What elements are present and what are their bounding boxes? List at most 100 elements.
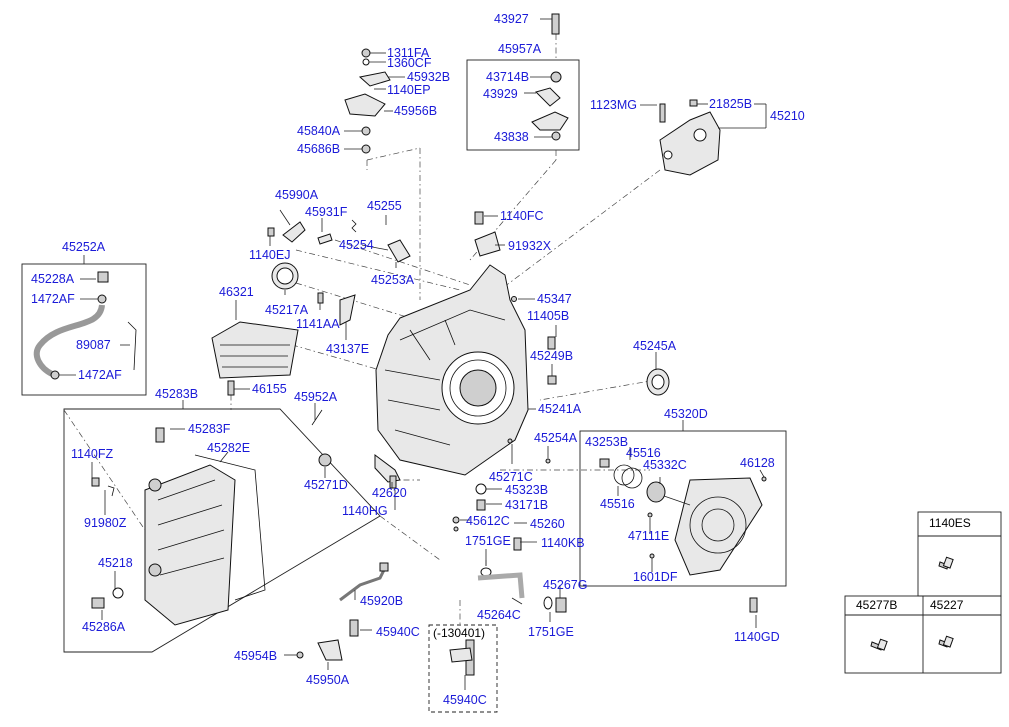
label-1472AF-a: 1472AF: [31, 292, 75, 306]
label-45320D: 45320D: [664, 407, 708, 421]
label-45940C-a: 45940C: [376, 625, 420, 639]
label-45323B: 45323B: [505, 483, 548, 497]
oil-filter-46321: [211, 321, 299, 396]
label-45249B: 45249B: [530, 349, 573, 363]
label-45254: 45254: [339, 238, 374, 252]
label-1140EJ: 1140EJ: [249, 248, 290, 262]
label-1123MG: 1123MG: [590, 98, 637, 112]
label-43253B: 43253B: [585, 435, 628, 449]
label-45228A: 45228A: [31, 272, 75, 286]
label-1140EP: 1140EP: [387, 83, 431, 97]
label-1141AA: 1141AA: [296, 317, 340, 331]
legend-1140ES: 1140ES: [929, 516, 971, 530]
label-1140GD: 1140GD: [734, 630, 780, 644]
label-45264C: 45264C: [477, 608, 521, 622]
label-45940C-b: 45940C: [443, 693, 487, 707]
legend-45277B: 45277B: [856, 598, 897, 612]
label-91980Z: 91980Z: [84, 516, 127, 530]
label-45920B: 45920B: [360, 594, 403, 608]
label-130401: (-130401): [433, 626, 485, 640]
leader-lines: [59, 18, 767, 690]
parts-case-misc: [311, 296, 567, 613]
label-1311FA: 1311FA: [387, 46, 430, 60]
label-1360CF: 1360CF: [387, 56, 432, 70]
oil-pan: [91, 427, 266, 626]
frame-45957A: [466, 59, 580, 151]
label-45956B: 45956B: [394, 104, 437, 118]
label-45612C: 45612C: [466, 514, 510, 528]
label-45282E: 45282E: [207, 441, 250, 455]
label-45218: 45218: [98, 556, 133, 570]
label-11405B: 11405B: [527, 309, 569, 323]
label-45210: 45210: [770, 109, 805, 123]
label-45271C: 45271C: [489, 470, 533, 484]
label-1140HG: 1140HG: [342, 504, 388, 518]
label-45286A: 45286A: [82, 620, 126, 634]
label-1472AF-b: 1472AF: [78, 368, 122, 382]
label-1751GE-a: 1751GE: [465, 534, 511, 548]
label-42620: 42620: [372, 486, 407, 500]
screw-icon: [870, 638, 888, 651]
label-43137E: 43137E: [326, 342, 369, 356]
label-21825B: 21825B: [709, 97, 752, 111]
label-45255: 45255: [367, 199, 402, 213]
part-labels: 43927 45957A 43714B 43929 43838 1311FA 1…: [31, 12, 805, 707]
label-43929: 43929: [483, 87, 518, 101]
frame-45283B: [63, 408, 381, 653]
label-1601DF: 1601DF: [633, 570, 678, 584]
label-45241A: 45241A: [538, 402, 582, 416]
parts-detent: [267, 219, 411, 326]
label-45950A: 45950A: [306, 673, 350, 687]
label-45253A: 45253A: [371, 273, 415, 287]
housing-45210: [659, 99, 721, 176]
screw-icon: [938, 635, 954, 648]
bracket-91932X: [474, 211, 501, 257]
label-45516-a: 45516: [626, 446, 661, 460]
parts-top-left: [344, 48, 391, 154]
label-45347: 45347: [537, 292, 572, 306]
hose-45252A: [33, 271, 137, 380]
label-45254A: 45254A: [534, 431, 578, 445]
label-45954B: 45954B: [234, 649, 277, 663]
seal-45245A: [646, 368, 670, 396]
label-1751GE-b: 1751GE: [528, 625, 574, 639]
label-45283F: 45283F: [188, 422, 231, 436]
label-47111E: 47111E: [628, 529, 669, 543]
frame-130401: [428, 624, 498, 713]
label-43171B: 43171B: [505, 498, 548, 512]
label-45990A: 45990A: [275, 188, 319, 202]
label-43927: 43927: [494, 12, 529, 26]
cover-45320D: [599, 458, 767, 613]
label-45840A: 45840A: [297, 124, 341, 138]
label-45252A: 45252A: [62, 240, 106, 254]
label-45332C: 45332C: [643, 458, 687, 472]
label-45283B: 45283B: [155, 387, 198, 401]
label-1140FZ: 1140FZ: [71, 447, 114, 461]
label-45516-b: 45516: [600, 497, 635, 511]
label-46155: 46155: [252, 382, 287, 396]
label-1140FC: 1140FC: [500, 209, 544, 223]
label-45932B: 45932B: [407, 70, 450, 84]
label-45217A: 45217A: [265, 303, 309, 317]
label-45267G: 45267G: [543, 578, 587, 592]
label-45271D: 45271D: [304, 478, 348, 492]
label-46128: 46128: [740, 456, 775, 470]
parts-bottom: [296, 562, 475, 676]
label-45952A: 45952A: [294, 390, 338, 404]
label-45260: 45260: [530, 517, 565, 531]
label-45957A: 45957A: [498, 42, 542, 56]
label-1140KB: 1140KB: [541, 536, 585, 550]
legend-45227: 45227: [930, 598, 964, 612]
label-45245A: 45245A: [633, 339, 677, 353]
label-89087: 89087: [76, 338, 111, 352]
label-43714B: 43714B: [486, 70, 529, 84]
label-45931F: 45931F: [305, 205, 348, 219]
screw-icon: [938, 556, 954, 570]
label-45686B: 45686B: [297, 142, 340, 156]
label-91932X: 91932X: [508, 239, 552, 253]
label-46321: 46321: [219, 285, 254, 299]
legend-table: 1140ES 45277B 45227: [844, 511, 1002, 674]
transmission-case: [375, 264, 529, 476]
parts-45957A: [531, 13, 569, 141]
